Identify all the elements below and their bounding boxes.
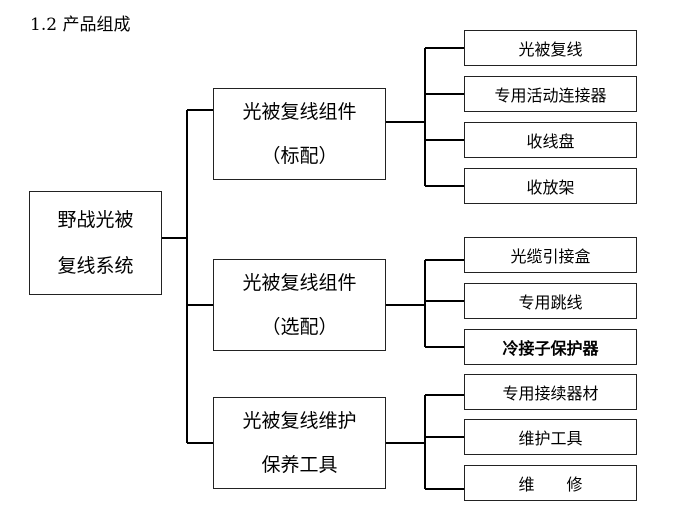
leaf-node: 专用活动连接器 <box>464 76 637 112</box>
leaf-node: 专用跳线 <box>464 283 637 319</box>
section-heading: 1.2 产品组成 <box>30 15 131 35</box>
leaf-node: 收线盘 <box>464 122 637 158</box>
root-node-line1: 野战光被 <box>57 209 134 231</box>
leaf-node: 维护工具 <box>464 419 637 455</box>
group-node-standard: 光被复线组件 （标配） <box>213 88 386 180</box>
leaf-node: 维 修 <box>464 465 637 501</box>
group-node-line1: 光被复线组件 <box>242 272 357 294</box>
group-node-line2: 保养工具 <box>261 454 338 476</box>
leaf-node: 专用接续器材 <box>464 374 637 410</box>
leaf-node: 冷接子保护器 <box>464 329 637 365</box>
group-node-line1: 光被复线维护 <box>242 410 357 432</box>
group-node-line2: （标配） <box>261 145 338 167</box>
group-node-line2: （选配） <box>261 316 338 338</box>
leaf-node: 光被复线 <box>464 30 637 66</box>
root-node: 野战光被 复线系统 <box>29 191 162 295</box>
group-node-line1: 光被复线组件 <box>242 101 357 123</box>
group-node-maintenance: 光被复线维护 保养工具 <box>213 397 386 489</box>
leaf-node: 收放架 <box>464 168 637 204</box>
group-node-optional: 光被复线组件 （选配） <box>213 259 386 351</box>
leaf-node: 光缆引接盒 <box>464 237 637 273</box>
root-node-line2: 复线系统 <box>57 255 134 277</box>
